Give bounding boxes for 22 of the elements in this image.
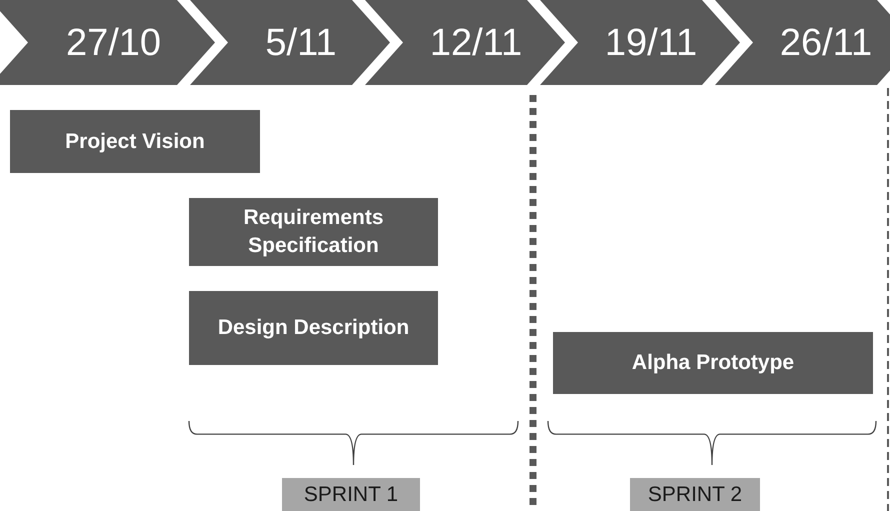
task-label: Alpha Prototype — [632, 350, 794, 376]
timeline-step — [190, 0, 390, 85]
timeline-step — [540, 0, 740, 85]
timeline-step — [715, 0, 890, 85]
task-label: Project Vision — [65, 128, 205, 154]
sprint-tag — [630, 478, 760, 511]
task-bar — [189, 198, 438, 266]
timeline-step — [365, 0, 565, 85]
sprint-tag — [282, 478, 420, 511]
date-label: 5/11 — [265, 24, 337, 62]
date-label: 12/11 — [430, 24, 522, 62]
sprint-label: SPRINT 1 — [304, 484, 398, 505]
task-bar — [553, 332, 873, 394]
task-bar — [10, 110, 260, 173]
task-bar — [189, 291, 438, 365]
sprint-label: SPRINT 2 — [648, 484, 742, 505]
task-label: Design Description — [218, 315, 410, 341]
date-label: 26/11 — [780, 24, 872, 62]
task-label: Requirements Specification — [242, 205, 385, 259]
date-label: 27/10 — [66, 24, 162, 62]
date-label: 19/11 — [604, 24, 698, 62]
timeline-step — [0, 0, 215, 85]
